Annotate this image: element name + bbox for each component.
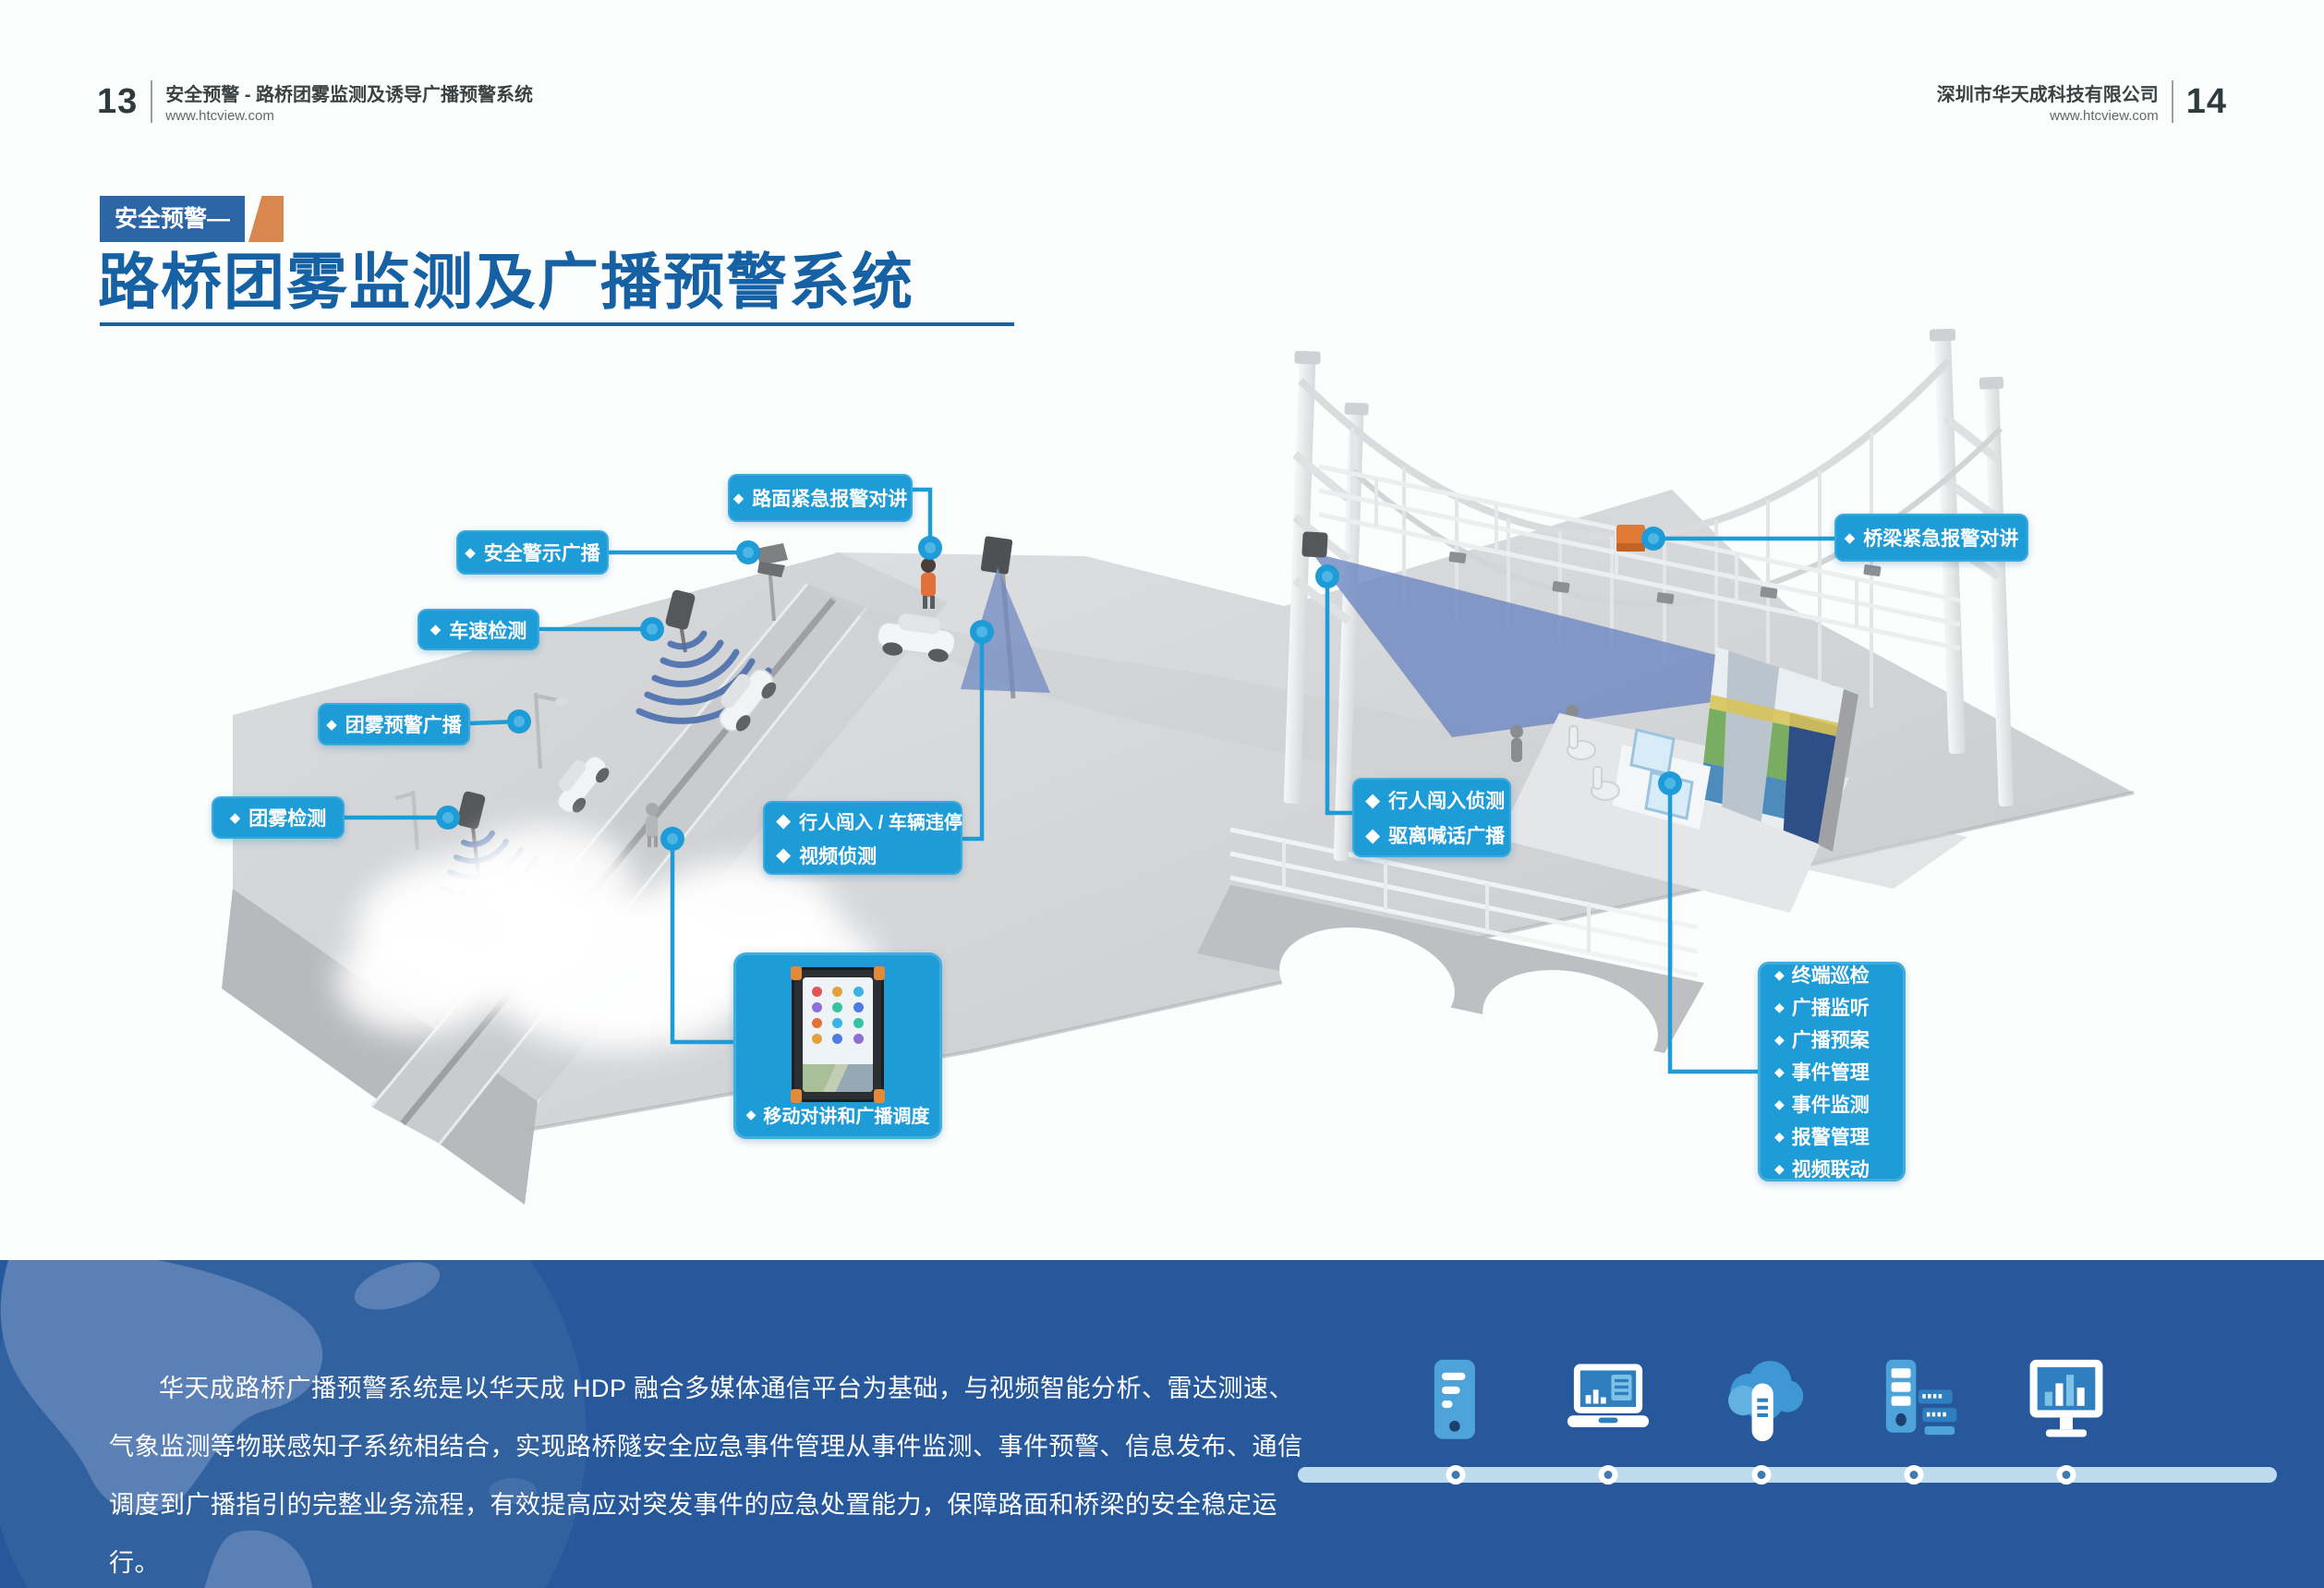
- terminal-tablet-icon: [1402, 1347, 1509, 1454]
- section-tag: 安全预警—: [100, 196, 284, 242]
- footer-paragraph: 华天成路桥广播预警系统是以华天成 HDP 融合多媒体通信平台为基础，与视频智能分…: [109, 1375, 1303, 1577]
- callout-dots: [436, 527, 1682, 851]
- callout-label: 团雾预警广播: [345, 715, 462, 736]
- footer-band: 华天成路桥广播预警系统是以华天成 HDP 融合多媒体通信平台为基础，与视频智能分…: [0, 1260, 2324, 1588]
- fog-broadcast-lamp: [534, 692, 568, 770]
- diamond-bullet-icon: ◆: [326, 716, 337, 733]
- diamond-bullet-icon: ◆: [229, 809, 241, 826]
- callout-connectors: [344, 487, 1834, 1074]
- page-header: 13 安全预警 - 路桥团雾监测及诱导广播预警系统 www.htcview.co…: [97, 79, 2227, 124]
- callout-label: 驱离喊话广播: [1388, 826, 1506, 847]
- callout-mobile-dispatch: ◆ 移动对讲和广播调度: [745, 1107, 930, 1127]
- callout-label: 行人闯入侦测: [1388, 791, 1506, 812]
- callout-label: 视频侦测: [799, 845, 878, 867]
- mobile-dispatch-panel: ◆ 移动对讲和广播调度: [733, 952, 942, 1139]
- header-url-left: www.htcview.com: [165, 108, 274, 124]
- bridge-detection-beam: [1312, 552, 1836, 737]
- diamond-bullet-icon: ◆: [732, 490, 744, 506]
- header-divider: [2171, 80, 2173, 123]
- page-number-right: 14: [2185, 81, 2227, 121]
- callout-label: 路面紧急报警对讲: [752, 489, 908, 510]
- feature-item: ◆视频联动: [1774, 1159, 1870, 1181]
- header-left: 13 安全预警 - 路桥团雾监测及诱导广播预警系统 www.htcview.co…: [97, 79, 533, 124]
- process-timeline: [1298, 1465, 2277, 1485]
- page-number-left: 13: [97, 81, 139, 121]
- header-company: 深圳市华天成科技有限公司: [1936, 85, 2159, 105]
- feature-item: ◆事件管理: [1774, 1062, 1870, 1084]
- bridge-arches: [1197, 885, 1704, 1077]
- diamond-bullet-icon: ◆: [1844, 529, 1856, 546]
- diamond-bullet-icon: ◆: [1774, 1128, 1785, 1144]
- platform-feature-list: ◆终端巡检 ◆广播监听 ◆广播预案 ◆事件管理 ◆事件监测 ◆报警管理 ◆视频联…: [1758, 962, 1906, 1182]
- diamond-bullet-icon: ◆: [1774, 1160, 1785, 1176]
- server-cluster-icon: [1860, 1347, 1967, 1454]
- header-right: 深圳市华天成科技有限公司 www.htcview.com 14: [1937, 79, 2227, 124]
- timeline-node: [1446, 1465, 2076, 1485]
- diamond-bullet-icon: ◆: [1774, 1096, 1785, 1111]
- page-title: 路桥团雾监测及广播预警系统: [98, 248, 914, 316]
- diamond-bullet-icon: ◆: [430, 622, 442, 637]
- callout-pedestrian-detection: ◆ 行人闯入侦测 ◆ 驱离喊话广播: [1352, 778, 1511, 857]
- bridge-structure: [1229, 328, 2014, 978]
- warning-speaker-pole: [756, 543, 788, 622]
- bridge-detector-device: [1301, 531, 1328, 558]
- diamond-bullet-icon: ◆: [1365, 824, 1381, 846]
- road-worker: [921, 558, 936, 609]
- feature-item: ◆报警管理: [1774, 1127, 1870, 1148]
- callout-label: 安全警示广播: [483, 543, 600, 564]
- diamond-bullet-icon: ◆: [1774, 1063, 1785, 1079]
- diamond-bullet-icon: ◆: [1774, 1031, 1785, 1047]
- dashboard-monitor-icon: [2013, 1347, 2120, 1454]
- feature-item: ◆广播监听: [1774, 998, 1870, 1019]
- walking-person: [646, 803, 659, 847]
- callout-speed-detection: ◆ 车速检测: [418, 609, 539, 650]
- globe-watermark: [0, 1260, 587, 1588]
- header-url-right: www.htcview.com: [2050, 108, 2159, 124]
- section-tag-label: 安全预警—: [100, 196, 246, 242]
- bridge-intercom-device: [1616, 525, 1645, 552]
- diamond-bullet-icon: ◆: [776, 844, 792, 866]
- feature-item: ◆终端巡检: [1774, 965, 1870, 987]
- diamond-bullet-icon: ◆: [1774, 966, 1785, 982]
- diamond-bullet-icon: ◆: [465, 544, 476, 561]
- people: [646, 558, 936, 847]
- header-doc-title: 安全预警 - 路桥团雾监测及诱导广播预警系统: [165, 85, 534, 105]
- vehicles: [556, 613, 956, 814]
- diamond-bullet-icon: ◆: [1365, 789, 1381, 811]
- rugged-phone-image: [791, 966, 885, 1103]
- laptop-icon: [1555, 1347, 1662, 1454]
- feature-item: ◆广播预案: [1774, 1030, 1870, 1051]
- callout-label: 桥梁紧急报警对讲: [1863, 528, 2019, 550]
- callout-intrusion-video-detection: ◆ 行人闯入 / 车辆违停 ◆ 视频侦测: [763, 801, 962, 875]
- callout-bridge-emergency-intercom: ◆ 桥梁紧急报警对讲: [1834, 514, 2028, 562]
- callout-safety-warning-broadcast: ◆ 安全警示广播: [456, 530, 609, 575]
- diamond-bullet-icon: ◆: [1774, 999, 1785, 1014]
- callout-label: 行人闯入 / 车辆违停: [799, 812, 962, 833]
- street-lamp: [394, 790, 419, 851]
- cloud-platform-icon: [1708, 1347, 1815, 1454]
- callout-fog-detection: ◆ 团雾检测: [212, 796, 345, 839]
- callout-label: 车速检测: [449, 620, 527, 642]
- diamond-bullet-icon: ◆: [745, 1107, 757, 1121]
- diamond-bullet-icon: ◆: [776, 809, 792, 831]
- header-divider: [151, 80, 153, 123]
- monitoring-station: [1498, 647, 1858, 913]
- callout-fog-warning-broadcast: ◆ 团雾预警广播: [318, 703, 470, 746]
- title-underline: [100, 322, 1014, 326]
- callout-road-emergency-intercom: ◆ 路面紧急报警对讲: [728, 474, 913, 522]
- feature-item: ◆事件监测: [1774, 1095, 1870, 1116]
- callout-label: 团雾检测: [248, 808, 327, 830]
